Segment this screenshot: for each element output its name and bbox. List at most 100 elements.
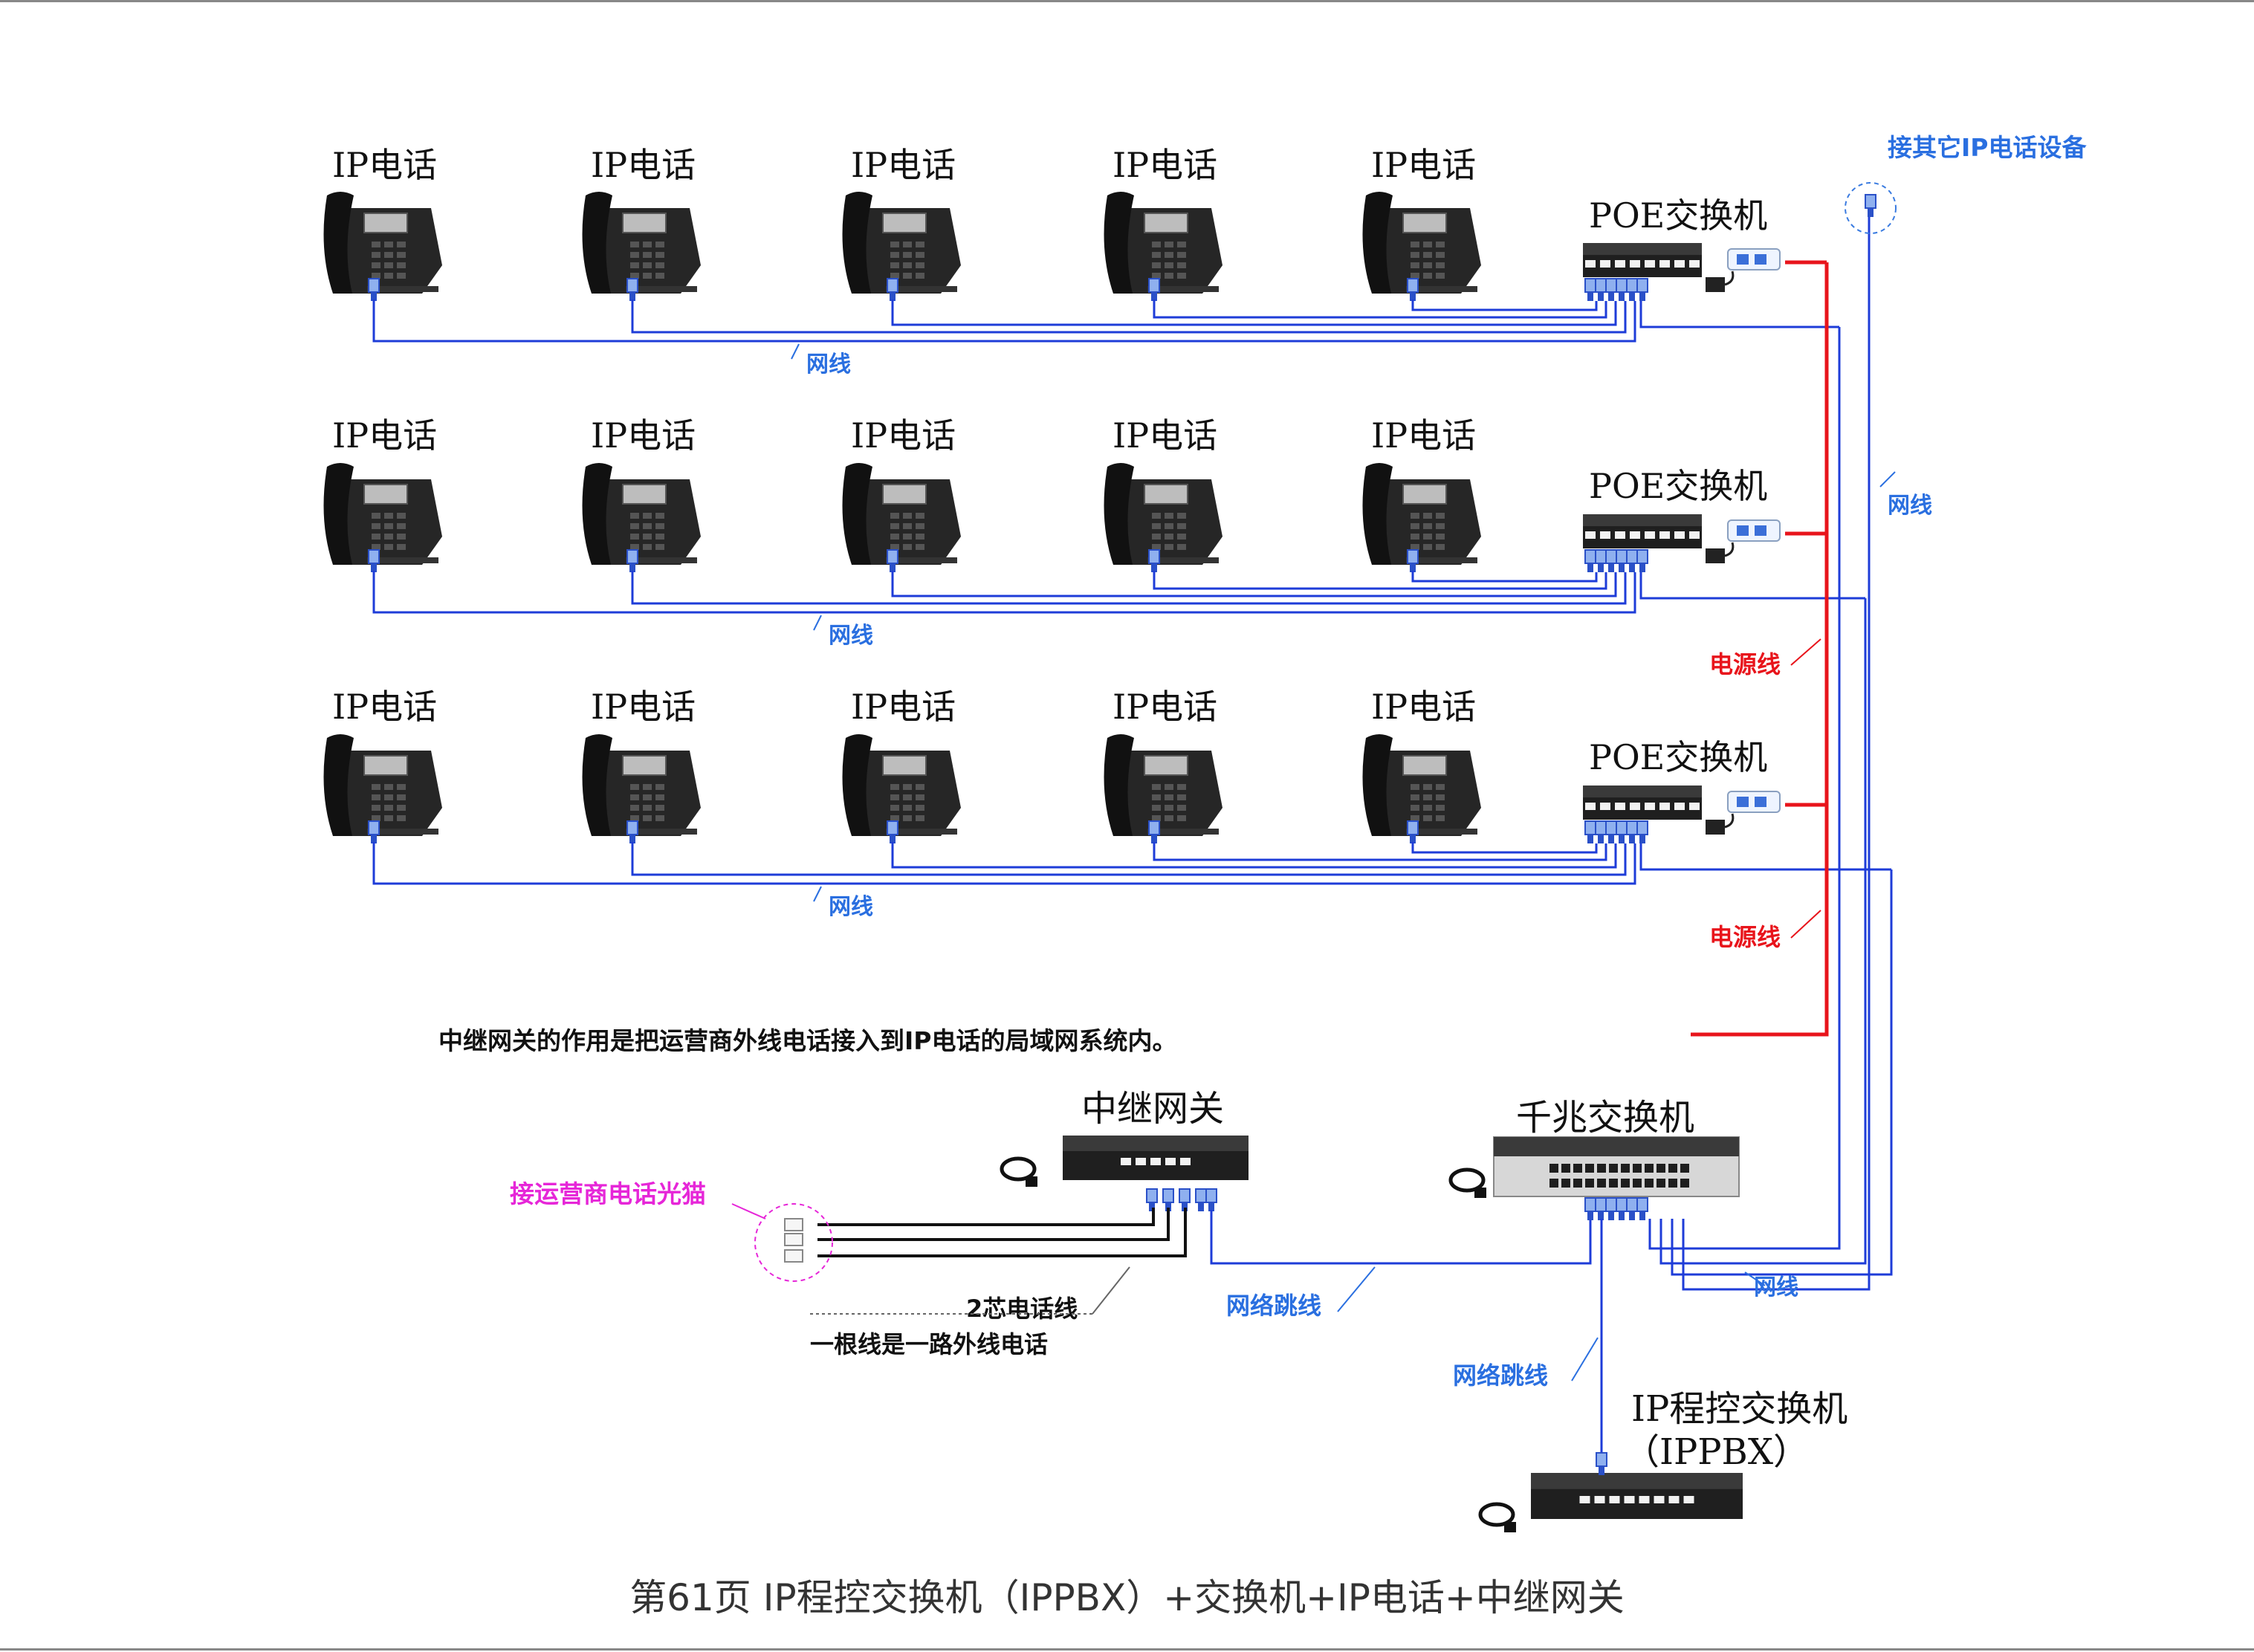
plug-boot xyxy=(1608,563,1614,572)
power-socket xyxy=(1755,525,1766,536)
phone-key xyxy=(903,544,912,550)
phone-key xyxy=(630,794,639,800)
plug-head xyxy=(1407,278,1419,293)
phone-key xyxy=(1423,815,1432,821)
switch-port xyxy=(1585,1179,1594,1188)
plug-boot xyxy=(1151,835,1157,843)
phone-key xyxy=(1436,805,1445,811)
plug-boot xyxy=(1182,1202,1188,1211)
phone-screen xyxy=(363,755,408,776)
phone-key xyxy=(916,534,924,540)
switch-port xyxy=(1609,1496,1620,1503)
phone-label: IP电话 xyxy=(1113,687,1217,727)
switch-port xyxy=(1624,1496,1635,1503)
phone-key xyxy=(1436,794,1445,800)
phone-key xyxy=(643,513,652,519)
phone-handset xyxy=(1104,463,1134,565)
phone-key xyxy=(655,523,664,529)
phone-key xyxy=(630,534,639,540)
plug-head xyxy=(626,820,638,835)
phone-key xyxy=(1423,544,1432,550)
plug-head xyxy=(1616,820,1628,835)
phone-key xyxy=(643,544,652,550)
trunk-cable xyxy=(1648,327,1841,1250)
phone-key xyxy=(372,794,380,800)
network-cable xyxy=(1153,571,1607,590)
plug-boot xyxy=(1868,208,1874,217)
phone-key xyxy=(1423,534,1432,540)
phone-handset xyxy=(582,463,612,565)
label-leader xyxy=(813,886,822,902)
phone-key xyxy=(643,805,652,811)
switch-port xyxy=(1165,1158,1176,1165)
phone-body xyxy=(1115,208,1222,294)
poe-switch-label: POE交换机 xyxy=(1589,737,1767,777)
switch-plug xyxy=(1626,549,1638,572)
phone-body xyxy=(1115,751,1222,836)
switch-port xyxy=(1150,1158,1161,1165)
phone-key xyxy=(1177,534,1186,540)
plug-head xyxy=(1626,1197,1638,1212)
phone-base xyxy=(1406,557,1477,563)
phone-key xyxy=(1411,544,1419,550)
network-cable xyxy=(372,571,1636,614)
switch-port xyxy=(1630,803,1640,810)
plug-head xyxy=(1584,1197,1596,1212)
phone-handset xyxy=(1104,734,1134,836)
network-cable xyxy=(631,299,1627,334)
switch-port xyxy=(1645,803,1655,810)
phone-base xyxy=(1147,829,1219,835)
phone-plug xyxy=(887,820,898,843)
phone-key xyxy=(890,242,899,247)
phone-key xyxy=(1165,242,1173,247)
trunk-cable xyxy=(1671,869,1893,1276)
phone-key xyxy=(630,805,639,811)
phone-body xyxy=(853,208,961,294)
phone-key xyxy=(1165,805,1173,811)
phone-screen xyxy=(622,755,667,776)
phone-key xyxy=(916,262,924,268)
switch-port xyxy=(1600,531,1610,539)
switch-port xyxy=(1657,1164,1665,1173)
poe-power-gear xyxy=(1706,519,1781,563)
plug-head xyxy=(1179,1188,1191,1203)
power-line-label: 电源线 xyxy=(1709,650,1781,678)
phone-key xyxy=(1152,784,1161,790)
phone-plug xyxy=(1148,820,1160,843)
phone-key xyxy=(384,794,393,800)
switch-port xyxy=(1630,260,1640,268)
switch-port xyxy=(1585,1164,1594,1173)
network-cable xyxy=(1153,842,1607,861)
ip-phone xyxy=(1362,734,1481,836)
plug-boot xyxy=(629,563,635,572)
phone-key xyxy=(397,805,406,811)
phone-key xyxy=(384,252,393,258)
plug-boot xyxy=(1587,835,1593,843)
phone-key xyxy=(916,242,924,247)
ip-phone xyxy=(842,463,961,565)
gateway-port-plug xyxy=(1179,1188,1191,1211)
power-adapter xyxy=(1706,277,1725,292)
ip-phone xyxy=(323,192,442,294)
phone-key xyxy=(384,523,393,529)
plug-head xyxy=(1148,278,1160,293)
power-strip xyxy=(1727,519,1781,542)
switch-port xyxy=(1585,803,1596,810)
power-line-label: 电源线 xyxy=(1709,923,1781,951)
phone-handset xyxy=(1362,734,1393,836)
switch-port xyxy=(1680,1164,1689,1173)
plug-head xyxy=(1146,1188,1158,1203)
phone-key xyxy=(1152,534,1161,540)
phone-key xyxy=(1165,544,1173,550)
power-adapter-cord xyxy=(1724,542,1735,557)
power-socket xyxy=(1755,254,1766,265)
switch-port xyxy=(1549,1179,1558,1188)
plug-head xyxy=(1636,820,1648,835)
phone-key xyxy=(384,784,393,790)
phone-key xyxy=(384,513,393,519)
phone-line xyxy=(817,1208,1187,1257)
phone-key xyxy=(890,262,899,268)
phone-plug xyxy=(887,278,898,301)
phone-screen xyxy=(363,484,408,505)
